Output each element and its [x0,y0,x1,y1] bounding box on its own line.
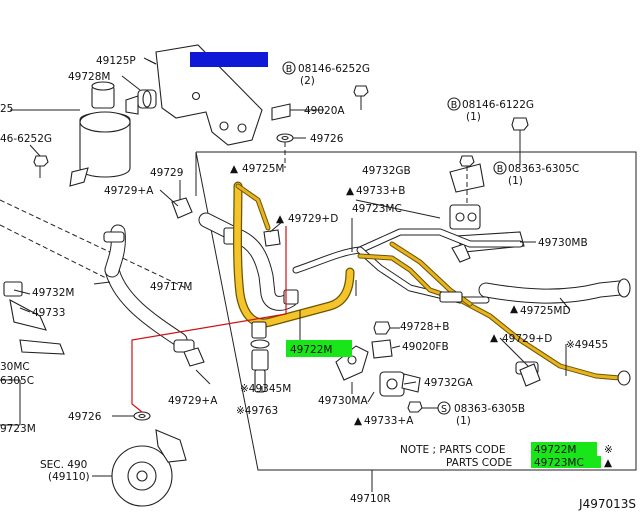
reservoir-bracket [143,44,263,146]
label-49732ga: 49732GA [424,377,474,389]
red-callouts [131,226,287,413]
reservoir-tank [10,81,139,187]
pressure-hose-49722m [233,181,355,339]
steel-line-49723mc [292,228,524,304]
svg-text:S: S [441,404,447,415]
label-49345m: ※49345M [240,383,291,395]
label-49726-top: 49726 [310,133,344,145]
label-sec-490: SEC. 490 [40,459,87,471]
label-49722m: 49722M [290,344,332,356]
label-49763: ※49763 [236,405,278,417]
triangle-marker-1: ▲ [230,163,239,175]
label-qty1-b: (1) [508,175,523,187]
label-49455: ※49455 [566,339,608,351]
label-49717m: 49717M [150,281,192,293]
highlight-blue [190,52,268,67]
note-sym-1: ※ [604,444,613,456]
drawing-code: J497013S [578,497,636,511]
label-qty2: (2) [300,75,315,87]
triangle-marker-3: ▲ [346,185,355,197]
highlight-green-49722m [286,340,352,357]
clamps-49729a [171,197,205,367]
label-49733a: 49733+A [364,415,414,427]
label-49020fb: 49020FB [402,341,449,353]
note-prefix: NOTE ; PARTS CODE [400,444,506,456]
label-49733: 49733 [32,307,65,319]
triangle-marker-5: ▲ [490,332,499,344]
top-fasteners [271,85,369,168]
note-parts-code: PARTS CODE [446,457,512,469]
label-49725m: 49725M [242,163,284,175]
assembly-frame [195,151,637,471]
bolt-right [511,117,529,165]
label-08363-6305b: 08363-6305B [454,403,525,415]
label-49726-bottom: 49726 [68,411,102,423]
clamp-49728m [121,75,157,109]
bolt-marker-s: S [437,401,451,415]
return-hose-49725md [478,278,631,304]
bolt-marker-b-3: B [493,161,507,175]
label-49710r: 49710R [350,493,391,505]
clamps-49732gb [449,155,485,230]
highlight-green-note-2 [531,456,601,468]
label-49729a-mid: 49729+A [168,395,218,407]
fittings-49020fb [371,321,393,359]
label-49728b: 49728+B [400,321,449,333]
return-hose-49725m [198,212,299,311]
label-49730mb: 49730MB [538,237,588,249]
label-49730ma: 49730MA [318,395,368,407]
label-49729-top: 49729 [150,167,183,179]
label-49125p: 49125P [96,55,136,67]
label-6305c-left: 6305C [0,375,34,387]
svg-text:B: B [451,100,458,111]
triangle-marker-2: ▲ [276,213,285,225]
label-49732m: 49732M [32,287,74,299]
bolt-left [29,144,49,178]
svg-text:B: B [286,64,293,75]
highlight-green-note-1 [531,442,597,456]
svg-text:B: B [497,164,504,175]
note-code-1: 49722M [534,444,576,456]
clamp-49729d-right [519,363,541,387]
label-49732gb: 49732GB [362,165,411,177]
triangle-marker-6: ▲ [354,415,363,427]
leader-lines [13,55,571,492]
note-code-2: 49723MC [534,457,584,469]
label-49725md: 49725MD [520,305,571,317]
label-49020a: 49020A [304,105,345,117]
label-qty1-c: (1) [456,415,471,427]
label-49729a-left: 49729+A [104,185,154,197]
bolt-marker-b-1: B [282,61,296,75]
label-49728m: 49728M [68,71,110,83]
triangle-marker-4: ▲ [510,303,519,315]
label-08363-6305c: 08363-6305C [508,163,579,175]
label-25: 25 [0,103,13,115]
label-49723m: 9723M [0,423,36,435]
label-30mc: 30MC [0,361,30,373]
label-49110: (49110) [48,471,90,483]
label-6252g-left: 46-6252G [0,133,52,145]
pump-assembly [92,411,187,507]
label-49729d-right: 49729+D [502,333,552,345]
label-08146-6122g: 08146-6122G [462,99,534,111]
label-49723mc: 49723MC [352,203,402,215]
label-49733b: 49733+B [356,185,405,197]
bracket-49730ma [335,345,369,381]
clamps-49732ga [379,371,423,413]
label-49729d-top: 49729+D [288,213,338,225]
note-sym-2: ▲ [604,457,613,469]
label-08146-6252g: 08146-6252G [298,63,370,75]
label-qty1-a: (1) [466,111,481,123]
bolt-marker-b-2: B [447,97,461,111]
clamps-left-49732m [3,281,65,355]
yellow-return-tube [357,241,631,386]
